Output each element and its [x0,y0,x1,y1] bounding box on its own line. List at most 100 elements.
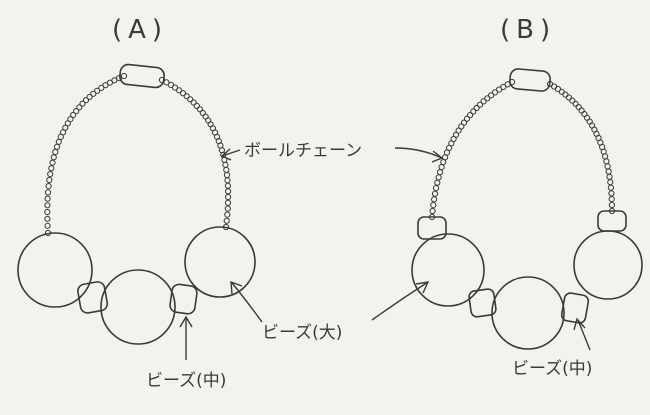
chain-b-right-ball [572,100,579,107]
chain-a-right-ball [190,99,197,106]
chain-b-left-ball [496,86,503,93]
bead-medium-arrowhead-a [179,315,193,328]
panel-b-label: (B) [500,15,556,45]
medium-bead-a-right [169,283,198,315]
chain-b-right-ball [607,179,614,186]
chain-b-left-ball [476,101,484,108]
chain-a-left-ball [102,82,109,89]
chain-b-left-ball [438,164,445,171]
chain-b-left-ball [430,202,437,209]
chain-a-left-ball [44,195,51,202]
large-bead-a-center [100,269,176,345]
medium-bead-a-left [77,281,109,314]
chain-b-left-ball [470,108,477,115]
chain-b-left-ball [431,196,438,203]
large-bead-a-left [17,232,93,308]
ball-chain-label: ボールチェーン [244,141,362,161]
chain-a-left-ball [73,108,80,115]
chain-b-right-ball [565,94,573,101]
chain-b-left-ball [429,207,436,215]
chain-b-left-ball [434,179,441,186]
chain-a-left-ball [90,90,97,97]
chain-b-left-ball [480,98,487,105]
large-bead-b-left [411,233,485,307]
ball-chain-a [44,72,232,237]
chain-a-right-ball [224,211,231,218]
clasp-bead-b [509,68,551,92]
chain-a-left-ball [44,202,51,209]
chain-a-left-ball [47,171,54,178]
chain-a-left-ball [48,165,55,172]
chain-b-left-ball [473,104,480,112]
bead-medium-arrowhead-b [573,317,586,331]
chain-a-left-ball [49,159,56,166]
chain-a-left-ball [55,138,62,145]
chain-a-right-ball [223,217,230,224]
bead-large-arrow-b [371,281,429,321]
chain-a-right-ball [225,188,232,195]
chain-b-right-ball [578,107,585,114]
large-bead-a-right [184,226,256,298]
chain-a-left-ball [120,72,128,80]
chain-a-right-ball [223,171,231,179]
clasp-bead-a [119,63,165,89]
chain-a-right-ball [193,102,200,110]
chain-b-left-ball [488,92,495,99]
spacer-bead-b-left [417,216,447,240]
chain-a-right-ball [187,96,194,103]
chain-a-right-ball [196,106,203,113]
chain-b-right-ball [603,158,610,165]
ball-chain-arrowhead-a [220,148,232,161]
chain-b-right-ball [606,173,613,180]
chain-b-right-ball [605,168,612,175]
bead-large-arrow [231,282,263,323]
chain-a-left-ball [45,183,52,190]
chain-b-right-ball [604,163,611,170]
chain-b-right-ball [608,190,615,197]
chain-b-left-ball [467,112,474,119]
chain-a-left-ball [98,84,105,92]
chain-a-right-ball [225,193,232,201]
chain-b-right-ball [608,196,615,203]
ball-chain-arrowhead-b [431,150,444,163]
chain-b-left-ball [484,95,491,102]
chain-a-left-ball [52,148,59,156]
chain-a-right-ball [223,166,230,173]
chain-b-right-ball [608,201,616,209]
chain-a-right-ball [224,182,231,189]
chain-b-right-ball [575,104,582,111]
chain-a-right-ball [183,93,190,100]
bead-large-label: ビーズ(大) [262,323,342,343]
chain-a-left-ball [82,97,90,104]
chain-b-right-ball [569,97,576,104]
chain-b-right-ball [607,184,615,191]
chain-b-left-ball [435,174,442,181]
panel-a-label: (A) [112,15,168,45]
chain-a-left-ball [50,154,57,161]
annotations [179,147,591,360]
bead-medium-arrow-b [577,319,591,351]
large-bead-b-center [491,276,565,350]
chain-b-left-ball [463,115,471,122]
chain-b-left-ball [440,159,447,166]
chain-a-left-ball [70,111,77,119]
large-bead-b-right [573,230,643,300]
chain-a-right-ball [176,87,183,94]
bead-medium-label-a: ビーズ(中) [146,371,226,391]
chain-b-right-ball [562,91,569,98]
bead-large-arrowhead-b [415,281,430,294]
panel-b: (B) [411,15,643,350]
chain-b-right-ball [602,153,609,160]
chain-a-right-ball [222,161,229,168]
panel-a: (A) [17,15,256,345]
chain-b-left-ball [431,190,439,197]
bead-large-arrowhead [230,280,243,295]
chain-b-left-ball [491,89,499,96]
bead-medium-label-b: ビーズ(中) [512,359,592,379]
ball-chain-arrow-b [394,147,443,159]
ball-chain-b [428,78,616,221]
chain-a-left-ball [46,176,53,184]
medium-bead-b-right [560,292,590,324]
chain-a-right-ball [224,205,231,212]
